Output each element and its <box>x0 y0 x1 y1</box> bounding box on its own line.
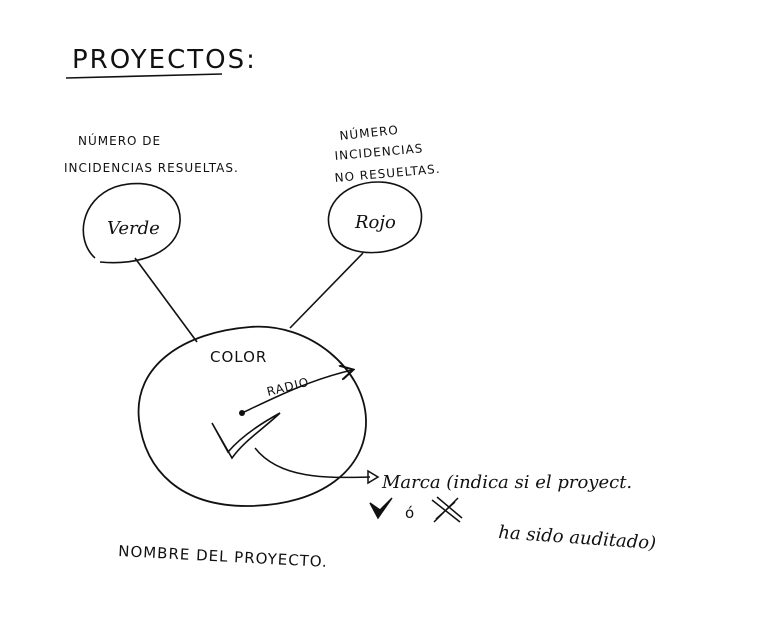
red-connector <box>289 252 364 329</box>
green-node-label: Verde <box>107 218 160 239</box>
project-name-caption: NOMBRE DEL PROYECTO. <box>118 542 328 571</box>
radius-label: RADIO <box>265 375 310 399</box>
red-node-label: Rojo <box>354 212 396 233</box>
mark-pointer-line <box>254 447 371 479</box>
red-desc-line-2: INCIDENCIAS <box>334 141 424 163</box>
color-label: COLOR <box>210 348 267 366</box>
check-mark-icon <box>211 412 281 460</box>
check-option-icon <box>369 497 393 520</box>
options-separator: ó <box>405 504 414 522</box>
mark-note-line-1: Marca (indica si el proyect. <box>381 472 632 493</box>
red-desc-line-1: NÚMERO <box>339 122 400 143</box>
red-desc-line-3: NO RESUELTAS. <box>334 162 441 185</box>
title-underline <box>65 73 223 79</box>
radius-arrow <box>241 370 352 414</box>
green-connector <box>134 257 198 343</box>
red-node-ellipse <box>327 181 423 254</box>
green-desc-line-2: INCIDENCIAS RESUELTAS. <box>64 161 239 175</box>
cross-option-icon <box>431 496 463 523</box>
diagram-title: PROYECTOS: <box>72 45 257 75</box>
mark-pointer-arrowhead <box>367 469 380 485</box>
green-desc-line-1: NÚMERO DE <box>78 133 161 148</box>
green-node-ellipse <box>82 182 181 264</box>
mark-note-line-2: ha sido auditado) <box>498 522 657 554</box>
